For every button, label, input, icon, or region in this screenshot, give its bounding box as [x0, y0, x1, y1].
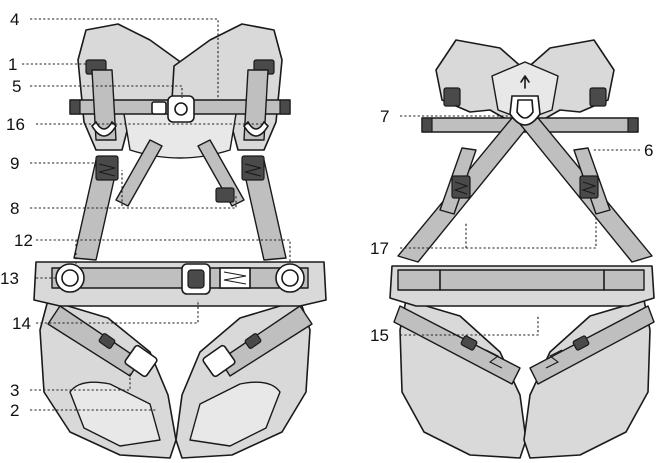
- label-6: 6: [644, 141, 653, 160]
- label-1: 1: [8, 55, 17, 74]
- label-7: 7: [380, 107, 389, 126]
- back-leg-pads: [399, 299, 651, 459]
- label-17: 17: [370, 239, 389, 258]
- label-13: 13: [0, 269, 19, 288]
- back-view: [389, 39, 655, 459]
- label-4: 4: [10, 10, 19, 29]
- front-waist-belt: [33, 261, 327, 307]
- callout-labels: 1 4 5 16 9 8 12 13 14 3 2 7 6 17 15: [0, 10, 653, 420]
- back-leg-straps: [393, 305, 655, 385]
- label-12: 12: [14, 231, 33, 250]
- dorsal-d-ring: [509, 75, 541, 126]
- label-2: 2: [10, 401, 19, 420]
- front-vertical-straps: [90, 69, 270, 141]
- front-leg-straps: [47, 305, 313, 378]
- label-14: 14: [12, 314, 31, 333]
- back-waist-belt: [389, 265, 655, 307]
- callout-leaders: [22, 18, 640, 411]
- front-chest-strap: [69, 95, 291, 123]
- label-9: 9: [10, 154, 19, 173]
- label-15: 15: [370, 326, 389, 345]
- label-16: 16: [6, 115, 25, 134]
- front-view: [33, 23, 327, 459]
- label-3: 3: [10, 381, 19, 400]
- label-8: 8: [10, 199, 19, 218]
- front-diagonal-straps: [73, 139, 287, 261]
- label-5: 5: [12, 77, 21, 96]
- back-cross-straps: [397, 117, 653, 263]
